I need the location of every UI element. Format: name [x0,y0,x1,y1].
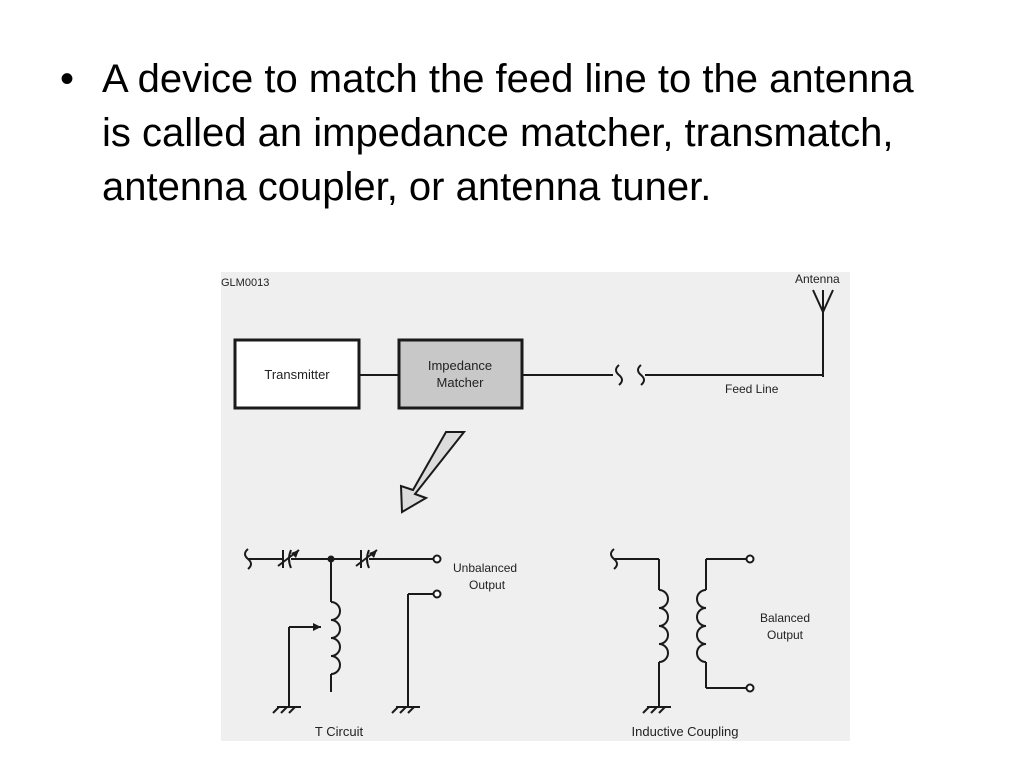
bullet-text: A device to match the feed line to the a… [102,57,914,209]
matcher-label-2: Matcher [437,375,485,390]
junction-dot [327,555,335,563]
t-circuit-label: T Circuit [315,724,364,739]
feed-line-label: Feed Line [725,382,779,396]
t-circuit [244,548,442,714]
tap-arrow-icon [313,623,321,631]
matcher-label-1: Impedance [428,358,492,373]
unbalanced-label-1: Unbalanced [453,561,517,575]
balanced-label-2: Output [767,628,804,642]
expand-arrow-icon [399,431,467,514]
impedance-matcher-diagram: GLM0013 Antenna Transmitter Impedance Ma… [221,272,850,741]
transmitter-box [233,338,361,410]
unbalanced-label-2: Output [469,578,506,592]
figure-id-label: GLM0013 [221,277,269,289]
bullet-marker: • [60,57,75,101]
matcher-box [397,338,524,410]
transmitter-label: Transmitter [264,367,330,382]
antenna-symbol [812,289,834,377]
inductive-coupling [610,548,755,714]
antenna-label: Antenna [795,272,840,286]
variable-cap-arrow-2 [369,550,377,558]
variable-cap-arrow-1 [291,550,299,558]
inductive-coupling-label: Inductive Coupling [632,724,739,739]
balanced-label-1: Balanced [760,611,810,625]
feed-line [522,364,823,386]
